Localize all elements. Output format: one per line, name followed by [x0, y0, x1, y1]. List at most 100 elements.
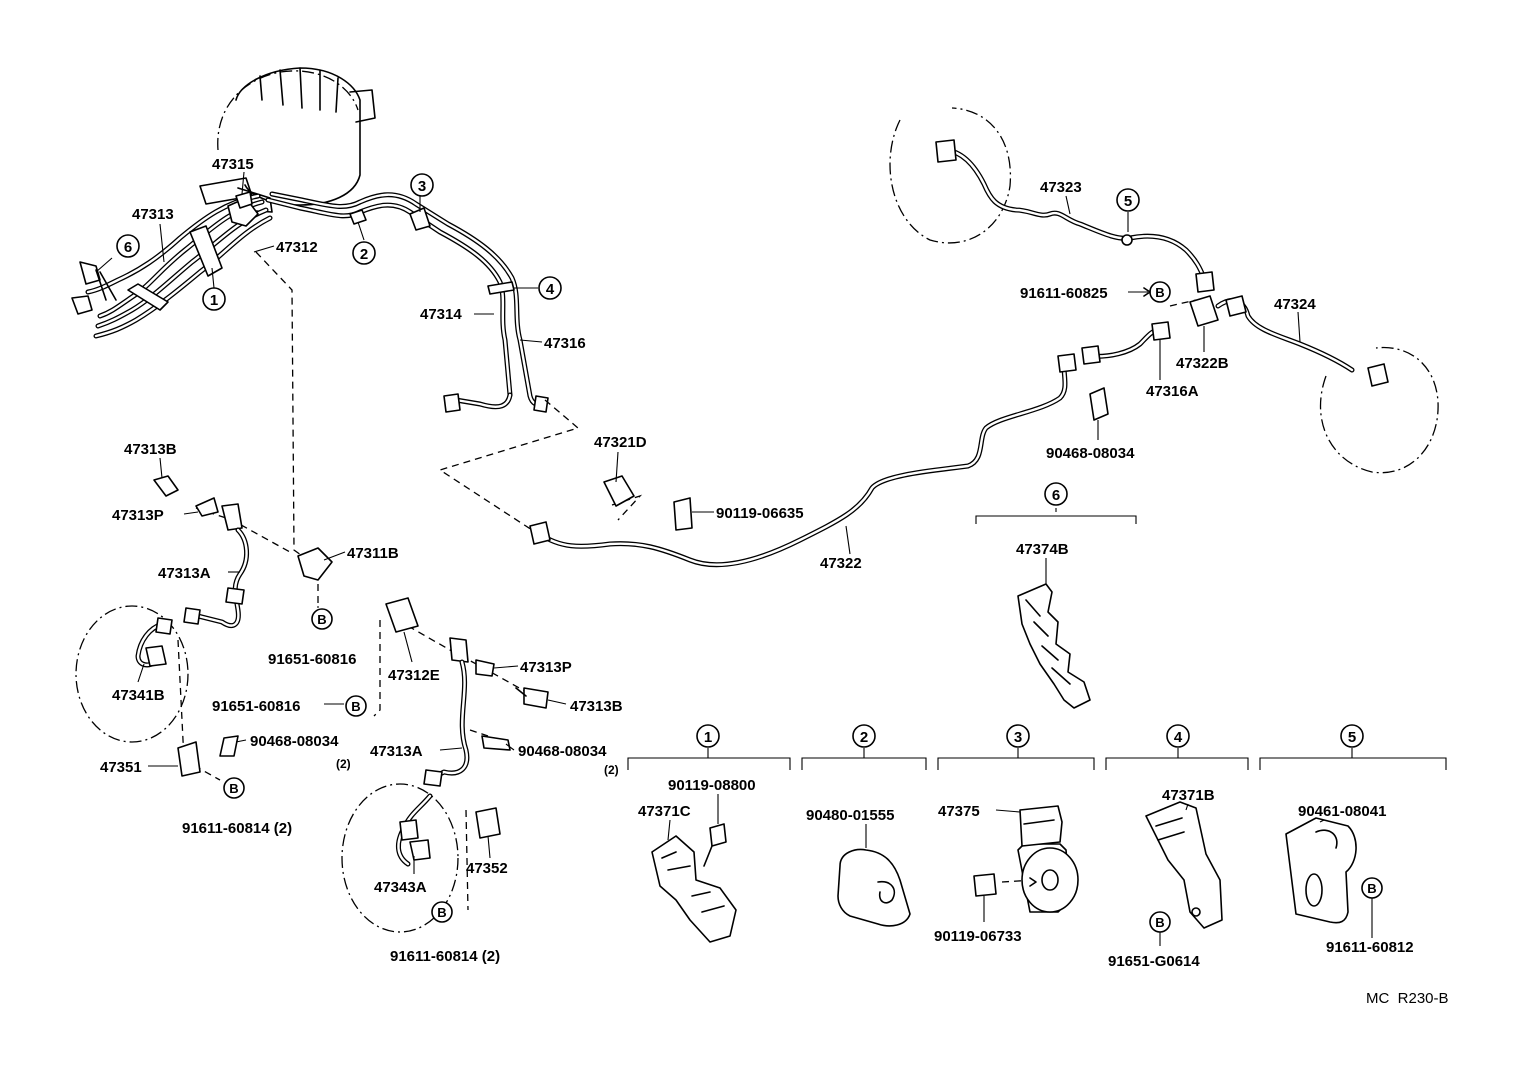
- bolt-marker-b-5: B: [1149, 281, 1171, 303]
- svg-text:4: 4: [1174, 729, 1183, 746]
- tube-47322-route: [529, 353, 1077, 568]
- tube-front-to-rear-route: [265, 191, 549, 413]
- label-47322: 47322: [820, 555, 862, 572]
- callout-3-line: 3: [410, 173, 434, 197]
- label-90119-08800: 90119-08800: [668, 777, 756, 794]
- label-47341B: 47341B: [112, 687, 165, 704]
- svg-text:6: 6: [124, 239, 132, 256]
- rear-left-brake-assembly: [75, 475, 333, 777]
- label-90468-08034-a: 90468-08034: [250, 733, 339, 750]
- bolt-marker-b-6: B: [1149, 911, 1171, 933]
- label-47343A: 47343A: [374, 879, 427, 896]
- label-47351: 47351: [100, 759, 142, 776]
- label-47316A: 47316A: [1146, 383, 1199, 400]
- callout-2-header: 2: [852, 724, 876, 748]
- svg-text:6: 6: [1052, 487, 1060, 504]
- callout-5-rear: 5: [1116, 188, 1140, 212]
- label-91611-60814-b: 91611-60814 (2): [390, 948, 500, 965]
- label-91651-60816-a: 91651-60816: [268, 651, 356, 668]
- label-47313: 47313: [132, 206, 174, 223]
- label-90480-01555: 90480-01555: [806, 807, 894, 824]
- svg-text:B: B: [437, 905, 446, 920]
- label-leaders: [95, 171, 1373, 946]
- callout-6-header: 6: [1044, 482, 1068, 506]
- label-47323: 47323: [1040, 179, 1082, 196]
- svg-text:5: 5: [1348, 729, 1356, 746]
- svg-text:2: 2: [360, 246, 368, 263]
- brake-booster-master-cylinder: [199, 67, 376, 213]
- label-47313P-top: 47313P: [112, 507, 164, 524]
- label-47315: 47315: [212, 156, 254, 173]
- callout-1-header: 1: [696, 724, 720, 748]
- label-47313A-left: 47313A: [158, 565, 211, 582]
- svg-text:2: 2: [860, 729, 868, 746]
- label-90468-08034-b: 90468-08034: [518, 743, 607, 760]
- label-91651-60816-b: 91651-60816: [212, 698, 300, 715]
- callout-5-header: 5: [1340, 724, 1364, 748]
- label-47316: 47316: [544, 335, 586, 352]
- label-47311B: 47311B: [347, 545, 399, 562]
- bolt-marker-b-3: B: [223, 777, 245, 799]
- diagram-code: MC R230-B: [1366, 990, 1449, 1007]
- svg-text:B: B: [317, 612, 326, 627]
- callout-6-bundle: 6: [116, 234, 140, 258]
- svg-text:B: B: [1367, 881, 1376, 896]
- svg-text:4: 4: [546, 281, 555, 298]
- callout-2-line: 2: [352, 241, 376, 265]
- label-47313B-mid: 47313B: [570, 698, 623, 715]
- label-47313B-top: 47313B: [124, 441, 177, 458]
- callout-1-bundle: 1: [202, 287, 226, 311]
- label-91651-G0614: 91651-G0614: [1108, 953, 1200, 970]
- part-labels: 47315 47313 47312 47314 47316 47313B 473…: [100, 156, 1449, 1007]
- label-47321D: 47321D: [594, 434, 647, 451]
- label-47371B: 47371B: [1162, 787, 1215, 804]
- svg-text:B: B: [351, 699, 360, 714]
- label-47313P-mid: 47313P: [520, 659, 572, 676]
- label-91611-60814-a: 91611-60814 (2): [182, 820, 292, 837]
- label-90119-06635: 90119-06635: [716, 505, 804, 522]
- callout-4-header: 4: [1166, 724, 1190, 748]
- clamp-90461-08041: [1285, 817, 1357, 924]
- label-47313A-mid: 47313A: [370, 743, 423, 760]
- label-47352: 47352: [466, 860, 508, 877]
- label-47371C: 47371C: [638, 803, 691, 820]
- label-47312E: 47312E: [388, 667, 440, 684]
- svg-text:1: 1: [704, 729, 712, 746]
- svg-text:B: B: [1155, 915, 1164, 930]
- label-90119-06733: 90119-06733: [934, 928, 1022, 945]
- callout-4-line: 4: [538, 276, 562, 300]
- tube-bundle-master: [71, 191, 273, 339]
- clamp-47371C: [651, 823, 737, 943]
- label-90468-08034-c: 90468-08034: [1046, 445, 1135, 462]
- label-47312: 47312: [276, 239, 318, 256]
- clamp-90480-01555: [837, 848, 911, 927]
- bolt-marker-b-4: B: [431, 901, 453, 923]
- detail-group-brackets: [627, 508, 1447, 770]
- bolt-marker-b-2: B: [345, 695, 367, 717]
- label-47322B: 47322B: [1176, 355, 1229, 372]
- label-47374B: 47374B: [1016, 541, 1069, 558]
- svg-text:3: 3: [418, 178, 426, 195]
- svg-text:B: B: [1155, 285, 1164, 300]
- callout-3-header: 3: [1006, 724, 1030, 748]
- rear-right-brake-assembly-left: [341, 597, 549, 933]
- clamp-47374B: [1017, 583, 1091, 709]
- callout-circles: 1 2 3 4 6 5 6 1: [116, 173, 1383, 933]
- bolt-marker-b-1: B: [311, 608, 333, 630]
- label-47375: 47375: [938, 803, 980, 820]
- svg-text:B: B: [229, 781, 238, 796]
- bolt-marker-b-7: B: [1361, 877, 1383, 899]
- label-47314: 47314: [420, 306, 462, 323]
- label-qty-2-a: (2): [336, 757, 351, 771]
- arrows: [1029, 287, 1151, 887]
- label-qty-2-b: (2): [604, 763, 619, 777]
- label-91611-60812: 91611-60812: [1326, 939, 1414, 956]
- label-90461-08041: 90461-08041: [1298, 803, 1386, 820]
- label-91611-60825: 91611-60825: [1020, 285, 1108, 302]
- clamp-47375: [973, 805, 1079, 913]
- clamp-47371B: [1145, 801, 1223, 929]
- label-47324: 47324: [1274, 296, 1316, 313]
- svg-text:5: 5: [1124, 193, 1132, 210]
- svg-text:3: 3: [1014, 729, 1022, 746]
